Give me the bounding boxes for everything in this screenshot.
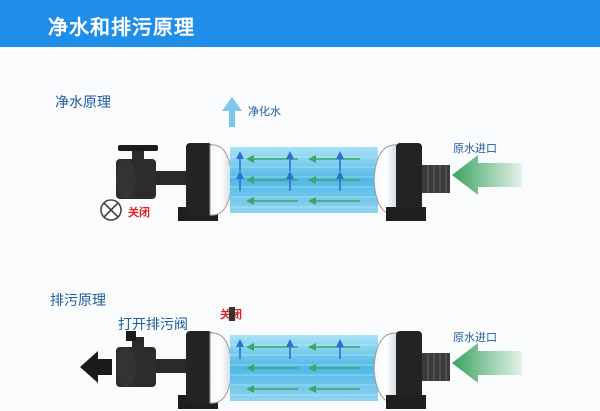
purified-water-label: 净化水 <box>248 105 281 118</box>
drain-inlet-pipe <box>422 353 450 381</box>
drain-flow-arrows <box>236 339 360 393</box>
inlet-pipe <box>422 165 450 193</box>
purify-section-title: 净水原理 <box>55 95 111 111</box>
outlet-pin <box>229 307 235 321</box>
closed-icon <box>100 199 122 221</box>
drain-valve-icon <box>116 331 190 387</box>
internal-flow-arrows <box>236 151 360 205</box>
raw-water-inlet-label-2: 原水进口 <box>453 331 497 344</box>
page-title: 净水和排污原理 <box>48 15 195 39</box>
purify-unit <box>100 97 522 221</box>
purified-water-arrow <box>222 97 242 127</box>
raw-water-inlet-arrow <box>452 155 522 195</box>
drain-outflow-arrow <box>80 351 112 383</box>
drain-section-title: 排污原理 <box>50 293 106 309</box>
open-drain-valve-label: 打开排污阀 <box>118 317 188 333</box>
drain-raw-water-inlet-arrow <box>452 343 522 383</box>
raw-water-inlet-label-1: 原水进口 <box>453 142 497 155</box>
right-flange <box>396 143 422 215</box>
drain-unit <box>80 307 522 409</box>
valve-icon <box>116 145 190 199</box>
left-flange <box>186 143 212 215</box>
filter-diagram <box>80 97 522 409</box>
header-banner: 净水和排污原理 <box>0 0 600 47</box>
valve-closed-label-1: 关闭 <box>128 206 150 219</box>
